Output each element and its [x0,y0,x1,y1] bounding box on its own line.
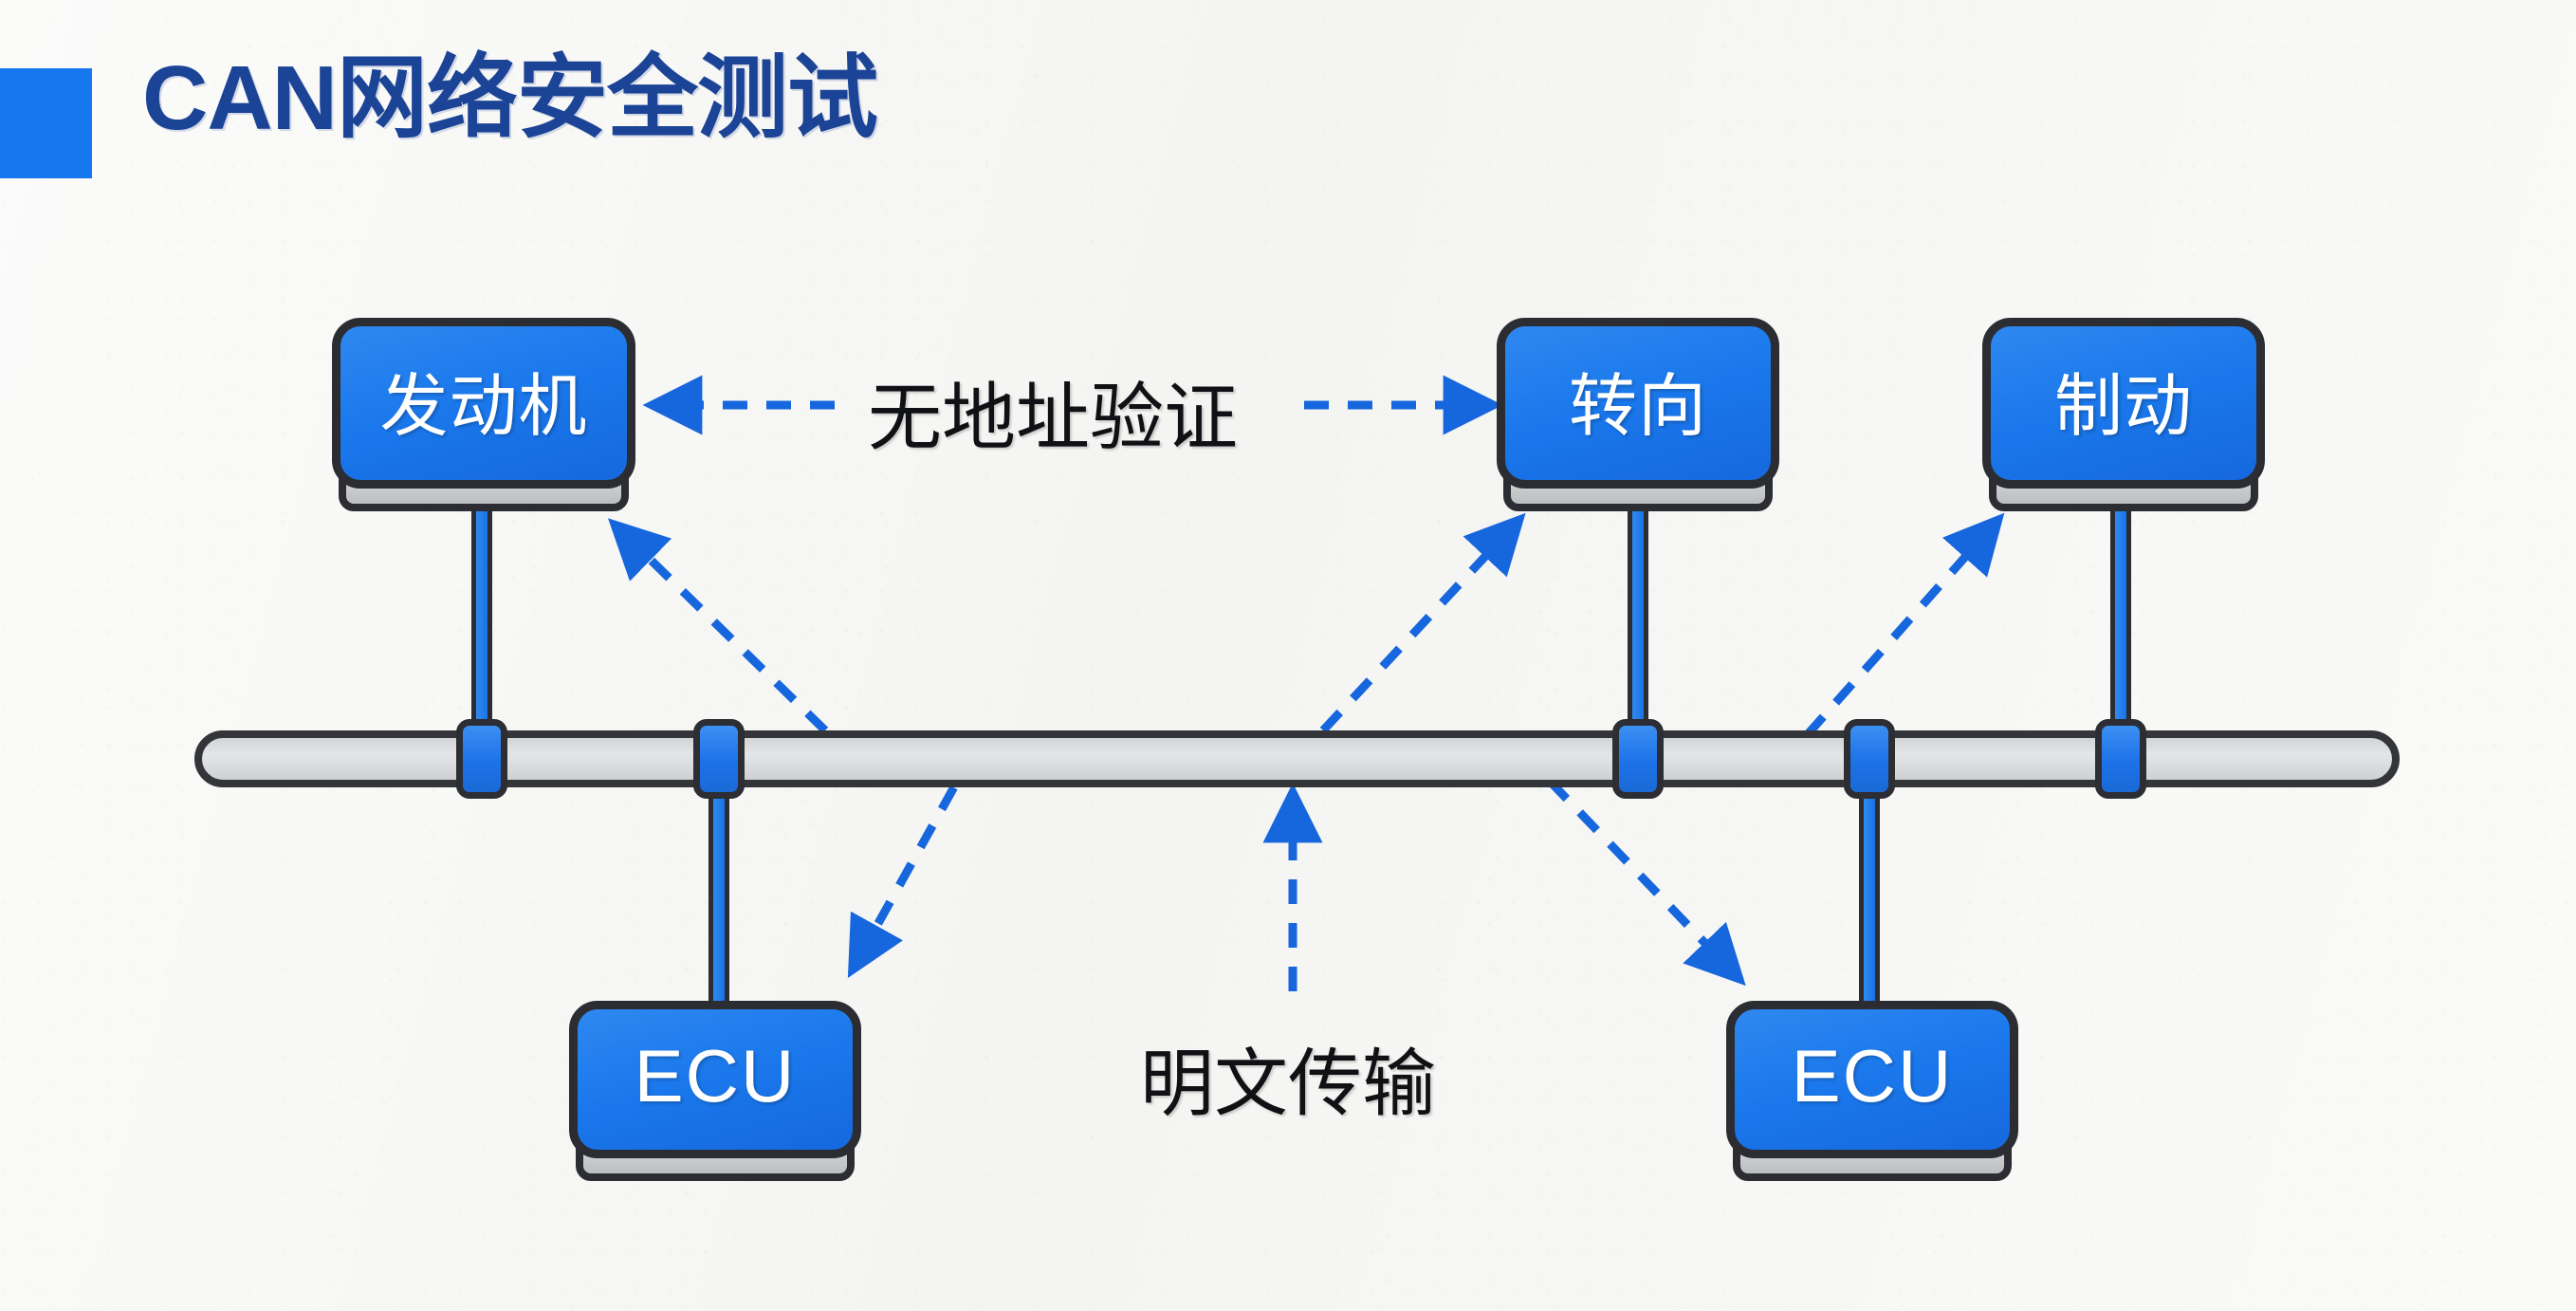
annotation-no-address-auth: 无地址验证 [868,376,1239,459]
node-engine-body: 发动机 [332,318,635,489]
node-ecu-right-body: ECU [1726,1001,2018,1158]
node-ecu-right[interactable]: ECU [1726,1001,2018,1181]
bus-port-ecu-left[interactable] [693,719,745,799]
node-ecu-left-label: ECU [634,1033,797,1117]
arrow-bus-to-steering [1319,512,1526,734]
cable-bus-to-ecu-left [708,776,729,1004]
node-steering[interactable]: 转向 [1497,318,1779,511]
node-steering-label: 转向 [1568,368,1707,445]
node-ecu-right-label: ECU [1791,1033,1954,1117]
annotation-plaintext: 明文传输 [1140,1042,1437,1125]
arrow-bus-to-engine [607,518,829,734]
page-header: CAN网络安全测试 [0,0,2576,237]
node-ecu-left-body: ECU [569,1001,861,1158]
cable-bus-to-ecu-right [1859,776,1880,1004]
cable-brake-to-bus [2110,493,2131,740]
node-brake[interactable]: 制动 [1982,318,2265,511]
node-brake-body: 制动 [1982,318,2265,489]
cable-engine-to-bus [471,493,492,740]
arrow-bus-to-brake [1803,512,2005,738]
bus-port-brake[interactable] [2095,719,2146,799]
cable-steering-to-bus [1628,493,1648,740]
page-title: CAN网络安全测试 [142,47,878,149]
node-engine-label: 发动机 [379,368,588,445]
node-ecu-left[interactable]: ECU [569,1001,861,1181]
node-steering-body: 转向 [1497,318,1779,489]
node-engine[interactable]: 发动机 [332,318,635,511]
bus-port-steering[interactable] [1612,719,1664,799]
node-brake-label: 制动 [2053,368,2193,445]
bus-port-ecu-right[interactable] [1844,719,1895,799]
bus-port-engine[interactable] [456,719,507,799]
title-accent-square [0,68,92,178]
can-bus-bar [194,730,2400,787]
